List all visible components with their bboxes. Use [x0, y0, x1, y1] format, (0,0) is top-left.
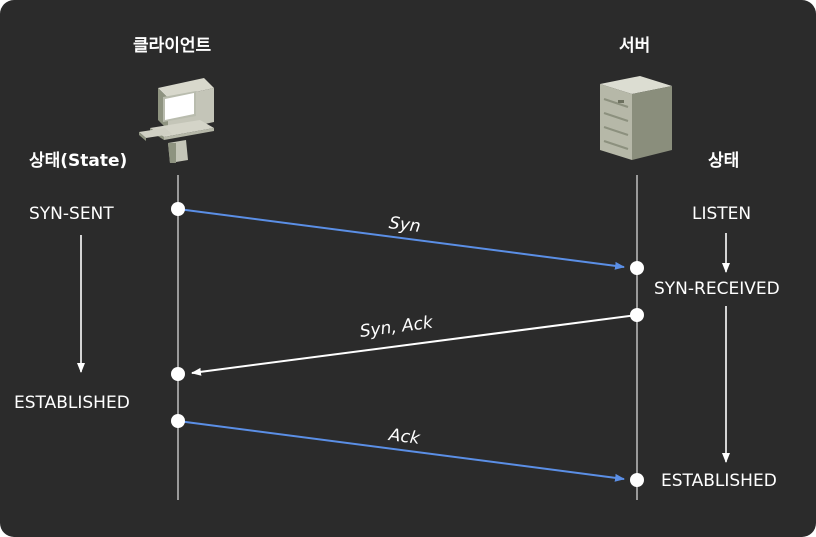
client-state-syn-sent: SYN-SENT	[29, 204, 114, 224]
server-receive-syn-dot	[630, 261, 644, 275]
client-send-syn-dot	[171, 202, 185, 216]
server-state-syn-received: SYN-RECEIVED	[654, 279, 780, 299]
server-state-listen: LISTEN	[692, 204, 752, 224]
server-receive-ack-dot	[630, 473, 644, 487]
syn-arrow	[177, 208, 625, 270]
client-send-ack-dot	[171, 414, 185, 428]
ack-label: Ack	[387, 425, 421, 449]
client-state-established: ESTABLISHED	[14, 393, 130, 413]
server-send-syn-ack-dot	[630, 308, 644, 322]
server-state-established: ESTABLISHED	[661, 471, 777, 491]
ack-arrow	[177, 420, 625, 482]
client-receive-syn-ack-dot	[171, 367, 185, 381]
client-state-header: 상태(State)	[29, 151, 128, 171]
syn-ack-arrow	[191, 314, 638, 376]
computer-icon	[139, 78, 214, 163]
server-state-header: 상태	[708, 151, 740, 171]
server-icon	[600, 76, 672, 160]
server-title: 서버	[619, 36, 651, 56]
client-title: 클라이언트	[133, 36, 212, 56]
syn-label: Syn	[387, 213, 422, 237]
